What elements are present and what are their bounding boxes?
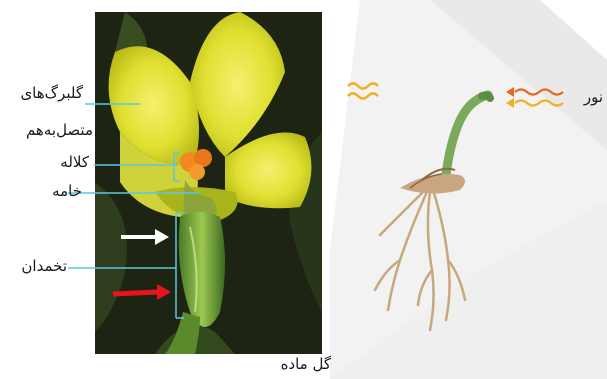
petals-label: گلبرگ‌های: [20, 84, 83, 102]
ovary-label: تخمدان: [21, 257, 67, 275]
seedling-illustration: [330, 0, 607, 379]
caption-label: گل ماده: [281, 355, 331, 373]
leader-lines: [0, 0, 330, 379]
light-wave-left-icon: [348, 84, 378, 99]
style-label: خامه: [52, 182, 82, 200]
stigma-label: کلاله: [60, 153, 89, 171]
light-wave-right-icon: [515, 90, 563, 106]
petals-label-line2: متصل‌به‌هم: [26, 121, 93, 139]
